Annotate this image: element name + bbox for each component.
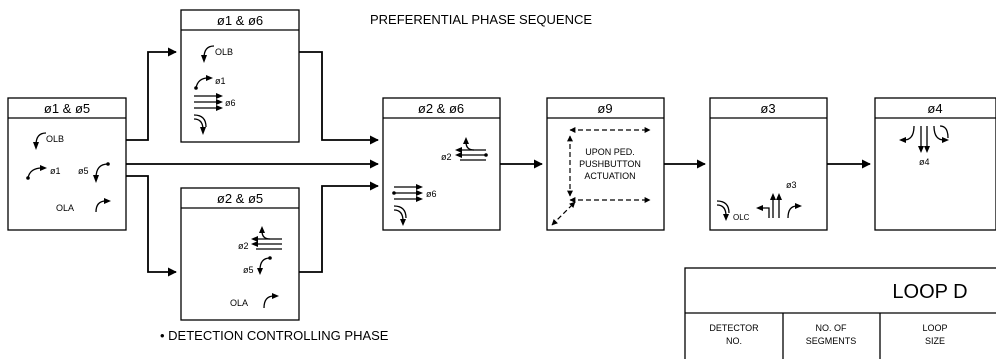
phase-label: OLB <box>46 134 64 144</box>
olb-turn-icon <box>33 132 47 150</box>
footnote: • DETECTION CONTROLLING PHASE <box>160 328 389 343</box>
column-header: SEGMENTS <box>806 336 857 346</box>
loop-table: LOOP D DETECTOR NO. NO. OF SEGMENTS LOOP… <box>684 267 996 359</box>
phi5-turn-icon <box>257 256 272 275</box>
phi2-through-arrows-icon <box>251 226 282 250</box>
ola-turn-icon <box>263 293 279 309</box>
phase-header: ø3 <box>760 101 775 116</box>
column-header: NO. OF <box>816 323 848 333</box>
phi5-turn-icon <box>93 162 110 183</box>
phi2-through-arrows-icon <box>455 137 488 161</box>
pushbutton-text: ACTUATION <box>584 171 635 181</box>
olb-turn-icon <box>201 45 215 63</box>
phase-label: ø1 <box>50 166 61 176</box>
phase-header: ø4 <box>927 101 942 116</box>
phase-box-p2-p5: ø2 & ø5 ø2 ø5 OLA <box>180 187 300 321</box>
phi1-turn-icon <box>194 75 213 90</box>
phi3-movement-icon <box>756 193 802 219</box>
column-header: SIZE <box>925 336 945 346</box>
phase-header: ø2 & ø6 <box>418 101 464 116</box>
phase-label: ø1 <box>215 76 226 86</box>
phase-box-p1-p6: ø1 & ø6 OLB ø1 ø6 <box>180 9 300 143</box>
phi4-movement-icon <box>899 125 949 153</box>
column-header: NO. <box>726 336 742 346</box>
phase-box-p9: ø9 UPON PED. PUSHBUTTON ACTUATION <box>546 97 665 231</box>
phase-label: OLC <box>733 213 750 222</box>
phase-label: ø2 <box>238 241 249 251</box>
phase-box-p2-p6: ø2 & ø6 ø2 ø6 <box>382 97 501 231</box>
phase-box-p1-p5: ø1 & ø5 OLB ø1 ø5 OLA <box>7 97 127 231</box>
phi1-turn-icon <box>26 165 47 180</box>
phase-label: ø5 <box>78 166 89 176</box>
phase-label: ø5 <box>243 265 254 275</box>
phase-label: OLA <box>230 298 248 308</box>
phase-header: ø1 & ø5 <box>44 101 90 116</box>
column-header: LOOP <box>922 323 947 333</box>
olc-right-turn-icon <box>716 200 730 221</box>
phase-label: ø4 <box>919 157 930 167</box>
phase-box-p4: ø4 ø4 <box>874 97 996 231</box>
phase-box-p3: ø3 OLC ø3 <box>709 97 828 231</box>
phase-label: OLB <box>215 47 233 57</box>
loop-table-title: LOOP D <box>892 281 967 303</box>
pedestrian-crossing-icon <box>551 127 651 226</box>
ola-turn-icon <box>95 198 111 213</box>
column-header: DETECTOR <box>709 323 759 333</box>
flow-connectors <box>126 47 871 277</box>
pushbutton-text: UPON PED. <box>585 147 635 157</box>
right-turn-icon <box>393 205 407 226</box>
phase-header: ø1 & ø6 <box>217 13 263 28</box>
phase-label: ø2 <box>441 152 452 162</box>
phase-header: ø9 <box>597 101 612 116</box>
phase-label: ø6 <box>426 189 437 199</box>
phase-label: OLA <box>56 203 74 213</box>
phase-label: ø6 <box>225 98 236 108</box>
phi6-through-arrows-icon <box>194 93 223 111</box>
phase-header: ø2 & ø5 <box>217 191 263 206</box>
diagram-title: PREFERENTIAL PHASE SEQUENCE <box>370 12 592 27</box>
right-turn-icon <box>193 114 207 135</box>
phi6-through-arrows-icon <box>392 184 423 202</box>
pushbutton-text: PUSHBUTTON <box>579 159 641 169</box>
phase-label: ø3 <box>786 180 797 190</box>
